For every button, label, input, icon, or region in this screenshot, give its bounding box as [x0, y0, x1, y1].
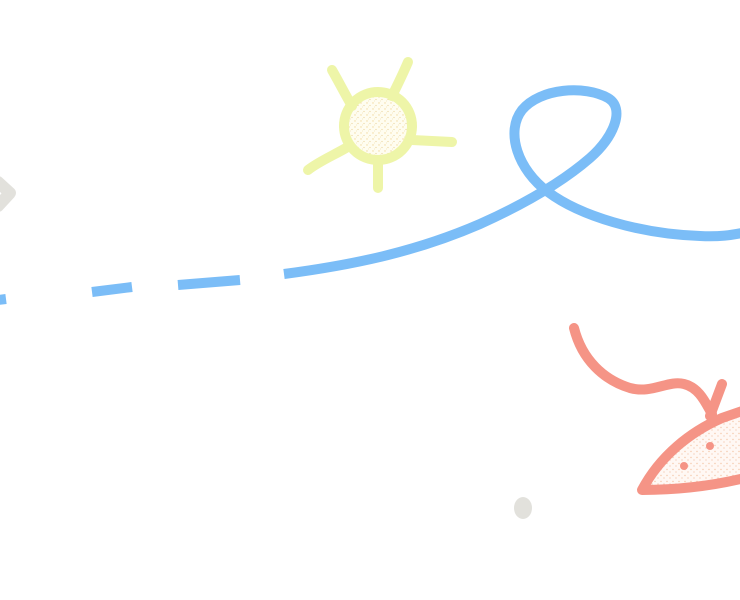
mouse-body	[637, 406, 740, 495]
coral-mouse-doodle	[569, 323, 740, 495]
string-loop	[283, 85, 740, 279]
string-dash-3	[177, 275, 241, 290]
yellow-sun-doodle	[303, 57, 457, 193]
sun-ray-1	[327, 65, 357, 111]
string-dash-2	[91, 282, 133, 297]
mouse-tail	[569, 323, 717, 419]
gray-chevron-mark	[0, 176, 16, 212]
sun-ray-3	[407, 135, 457, 147]
gray-pebble-dot	[514, 497, 532, 519]
sun-ray-5	[303, 143, 351, 175]
blue-dashed-string	[0, 85, 740, 305]
mouse-eye-1	[680, 462, 688, 470]
sun-ray-2	[387, 57, 413, 101]
string-dash-1	[0, 294, 7, 305]
mouse-ear	[705, 379, 727, 421]
mouse-eye-2	[706, 442, 714, 450]
